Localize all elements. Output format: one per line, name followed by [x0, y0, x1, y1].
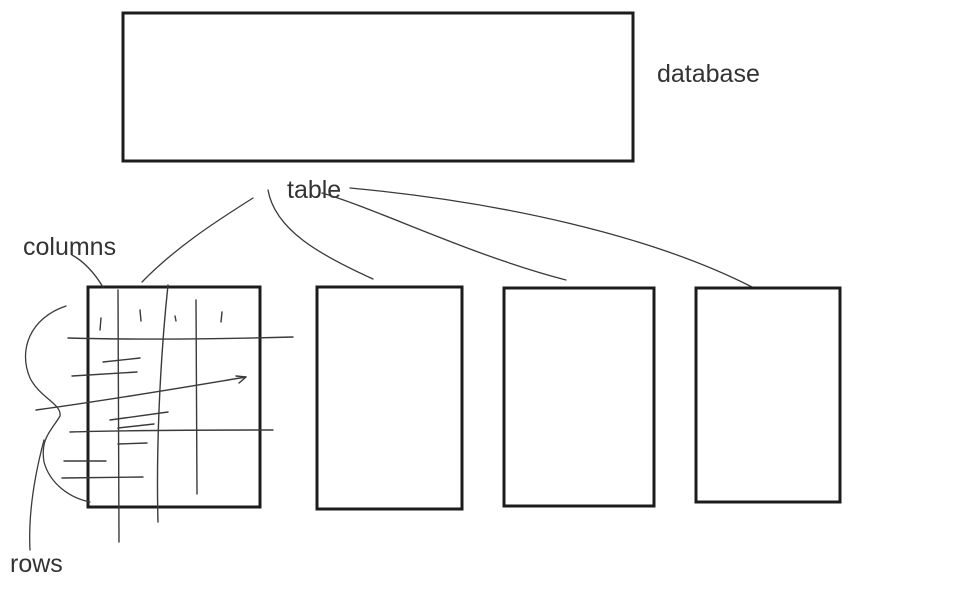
table-box-4 [694, 286, 842, 504]
column-header-mark-4 [220, 311, 223, 323]
row-divider [69, 429, 274, 433]
row-arrow-line [35, 376, 247, 411]
rows-pointer [29, 439, 45, 551]
header-row-divider [67, 336, 294, 340]
column-header-mark-2 [139, 309, 142, 322]
rows-brace [24, 305, 91, 503]
connector-table-2 [267, 189, 374, 280]
row-arrow-head [235, 375, 247, 384]
rows-label: rows [10, 550, 63, 578]
table-box-3 [502, 286, 656, 508]
row-data-mark-7 [61, 476, 144, 479]
connector-table-4 [349, 187, 753, 288]
database-label: database [657, 60, 760, 88]
column-header-mark-1 [99, 317, 102, 331]
row-data-mark-5 [117, 442, 148, 445]
row-data-mark-1 [102, 357, 141, 363]
row-data-mark-4 [117, 423, 155, 429]
column-header-mark-3 [174, 315, 177, 322]
table-box-1 [86, 285, 262, 509]
column-divider-3 [195, 299, 198, 495]
connector-table-3 [321, 192, 567, 281]
column-divider-1 [117, 289, 120, 543]
table-box-2 [315, 285, 464, 511]
columns-label: columns [23, 233, 116, 261]
column-divider-2 [156, 284, 169, 523]
row-data-mark-3 [109, 411, 169, 421]
columns-pointer [71, 254, 104, 288]
row-data-mark-2 [71, 371, 138, 377]
connector-table-1 [141, 197, 254, 283]
table-label: table [287, 176, 341, 204]
database-box [121, 11, 635, 163]
